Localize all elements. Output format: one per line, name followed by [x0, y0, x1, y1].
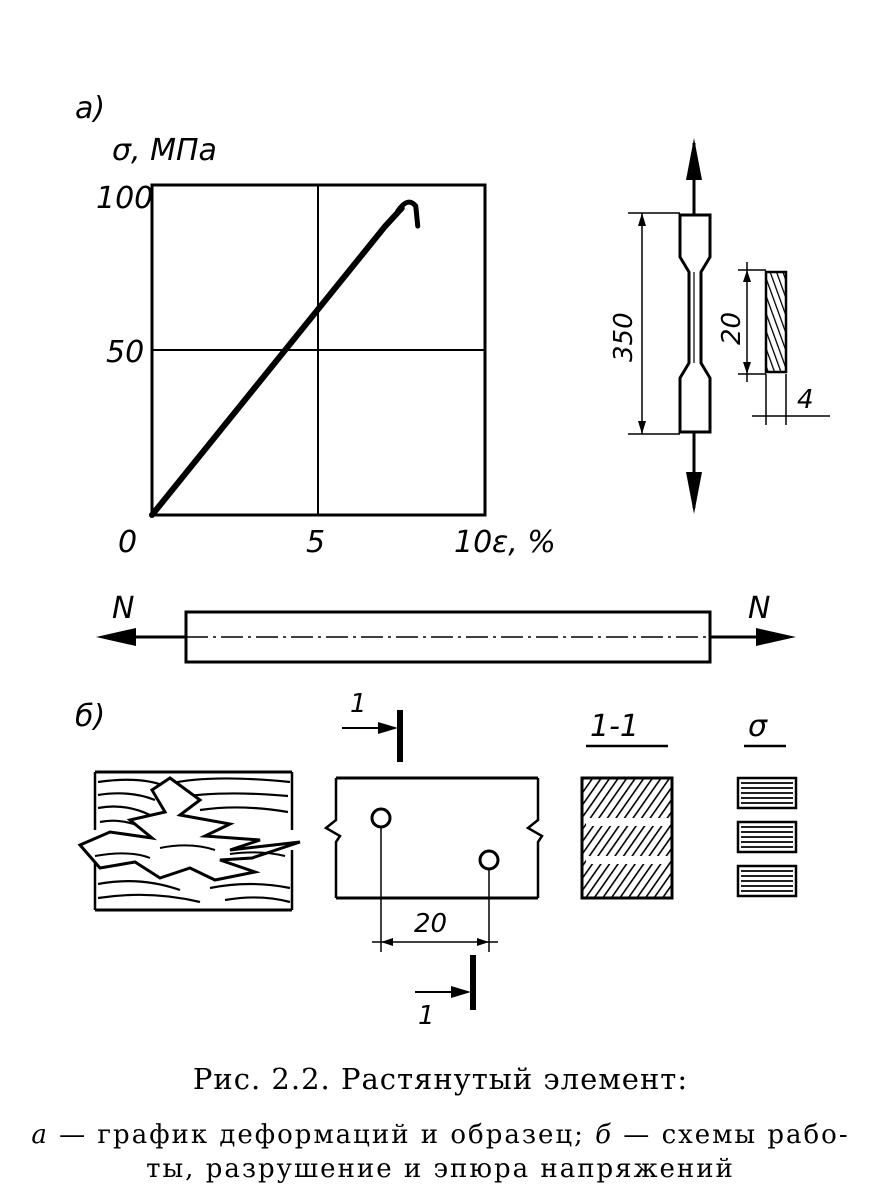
caption-letter-b: б — [595, 1120, 614, 1150]
figure-caption-title: Рис. 2.2. Растянутый элемент: — [192, 1062, 689, 1096]
section-hatched-block — [580, 776, 674, 900]
caption-letter-a: а — [31, 1120, 49, 1150]
fractured-wood — [77, 770, 301, 912]
arrow-head-down-icon — [686, 472, 702, 514]
force-right-label: N — [748, 591, 770, 626]
force-left-label: N — [112, 591, 134, 626]
cut-label-top: 1 — [350, 689, 367, 719]
wood-grain-upper — [97, 777, 291, 828]
bolt-hole-2-icon — [478, 849, 500, 871]
dim-spacing-label: 20 — [414, 909, 447, 939]
section-1-1: 1-1 — [580, 709, 674, 900]
failure-hook — [395, 199, 421, 229]
specimen-outline — [678, 213, 712, 434]
dim-350-tick-bottom-icon — [638, 421, 646, 434]
specimen-cross-section — [764, 270, 788, 374]
cut-label-bottom: 1 — [418, 1001, 435, 1031]
caption-part-a: — график деформаций и образец; — [48, 1120, 596, 1150]
stress-label: σ — [748, 709, 768, 744]
force-left-arrow-icon — [96, 628, 136, 646]
stress-strain-line — [149, 205, 405, 518]
dim-20-tick-bottom-icon — [743, 362, 751, 374]
section-hole-gap-2 — [586, 856, 668, 864]
scheme-break-left — [323, 778, 342, 898]
force-right-arrow-icon — [756, 628, 796, 646]
x-tick-10: 10 — [454, 525, 492, 560]
scheme-break-right — [525, 778, 544, 898]
y-tick-50: 50 — [106, 335, 144, 370]
caption-line-2: ты, разрушение и эпюра напряжений — [146, 1154, 735, 1184]
panel-b-label: б) — [75, 699, 105, 734]
dim-spacing-tick-left-icon — [381, 938, 393, 946]
stress-diagram: σ — [736, 709, 798, 898]
wood-fracture-grain — [94, 844, 286, 859]
dim-20-label: 20 — [717, 312, 747, 345]
y-tick-100: 100 — [96, 181, 153, 216]
y-tick-0: 0 — [118, 525, 137, 560]
connection-scheme: 20 1 1 — [323, 689, 544, 1031]
caption-part-b: — схемы рабо- — [613, 1120, 850, 1150]
dim-350-label: 350 — [609, 312, 639, 362]
dim-4-label: 4 — [797, 385, 814, 415]
arrow-head-up-icon — [686, 138, 702, 180]
x-axis-label: ε, % — [492, 525, 556, 560]
dim-spacing-tick-right-icon — [477, 938, 489, 946]
wood-grain-lower — [97, 880, 291, 904]
section-label: 1-1 — [590, 709, 639, 744]
figure-caption-text: а — график деформаций и образец; б — схе… — [0, 1118, 881, 1186]
strain-chart: 100 50 0 5 10 ε, % — [96, 181, 556, 560]
section-arrow-bottom-icon — [451, 986, 471, 998]
y-axis-label: σ, МПа — [112, 133, 217, 168]
test-specimen: 350 20 4 — [609, 138, 830, 514]
tension-bar: N N — [96, 591, 796, 664]
x-tick-5: 5 — [306, 525, 325, 560]
dim-350-tick-top-icon — [638, 213, 646, 226]
bolt-hole-1-icon — [370, 807, 392, 829]
dim-20-tick-top-icon — [743, 270, 751, 282]
section-arrow-top-icon — [378, 722, 398, 734]
section-hole-gap-1 — [586, 818, 668, 826]
panel-a-label: а) — [75, 91, 105, 126]
